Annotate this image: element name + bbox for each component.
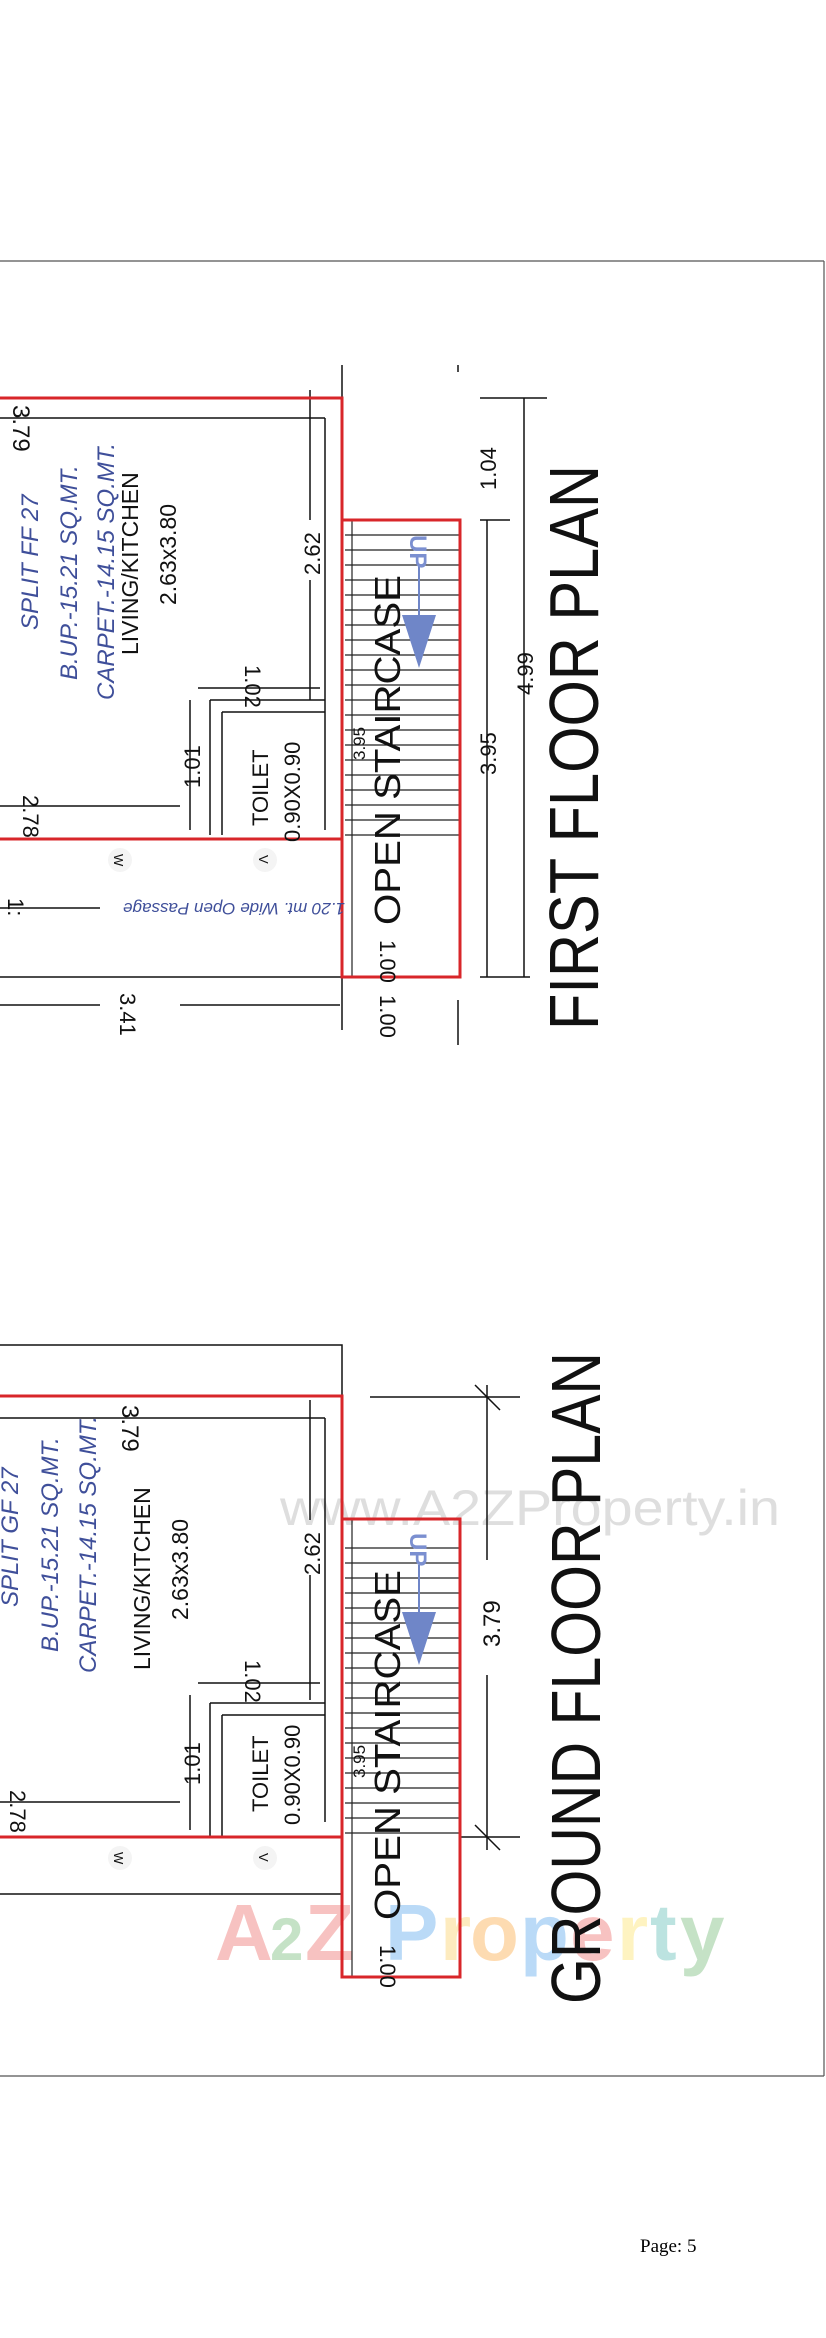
gf-marker-w: W — [108, 1846, 132, 1870]
page-frame — [0, 260, 825, 2077]
svg-text:y: y — [680, 1888, 725, 1977]
ff-dim-102: 1.02 — [240, 665, 265, 708]
gf-toilet-size: 0.90X0.90 — [280, 1725, 305, 1825]
gf-staircase-label: OPEN STAIRCASE — [367, 1570, 408, 1920]
ff-builtup-label: B.UP.-15.21 SQ.MT. — [56, 465, 83, 680]
svg-text:Z: Z — [305, 1888, 354, 1977]
ff-dim-499: 4.99 — [513, 652, 538, 695]
ff-carpet-label: CARPET.-14.15 SQ.MT. — [93, 443, 120, 700]
first-floor-plan: UP OPEN STAIRCASE FIRST FLOOR PLAN SPLIT… — [0, 365, 613, 1045]
gf-room-label: LIVING/KITCHEN — [129, 1487, 155, 1670]
svg-text:W: W — [111, 1852, 126, 1865]
page-number: Page: 5 — [640, 2236, 697, 2257]
gf-up-label: UP — [404, 1533, 431, 1566]
svg-text:A: A — [215, 1888, 273, 1977]
ff-dim-top: 3.79 — [7, 405, 34, 452]
ff-up-label: UP — [404, 535, 431, 568]
gf-title: GROUND FLOOR PLAN — [537, 1352, 615, 2004]
svg-text:W: W — [111, 854, 126, 867]
svg-text:o: o — [470, 1888, 519, 1977]
ff-title: FIRST FLOOR PLAN — [535, 465, 613, 1030]
gf-dim-379: 3.79 — [479, 1600, 506, 1647]
ff-marker-w: W — [108, 848, 132, 872]
svg-text:t: t — [650, 1888, 677, 1977]
ff-dim-100-stair: 1.00 — [375, 940, 400, 983]
svg-text:V: V — [256, 855, 271, 864]
gf-carpet-label: CARPET.-14.15 SQ.MT. — [75, 1416, 102, 1673]
gf-builtup-label: B.UP.-15.21 SQ.MT. — [37, 1437, 64, 1652]
ff-dim-100-below: 1.00 — [375, 995, 400, 1038]
gf-dim-395-small: 3.95 — [350, 1745, 369, 1778]
ff-toilet-size: 0.90X0.90 — [280, 742, 305, 842]
svg-text:2: 2 — [270, 1906, 303, 1973]
gf-black-lines — [0, 1344, 520, 1977]
ff-room-size: 2.63x3.80 — [155, 504, 181, 605]
gf-red-walls — [0, 1394, 462, 1979]
ff-dim-278: 2.78 — [18, 795, 43, 838]
ff-dim-1: 1: — [3, 898, 28, 916]
svg-text:r: r — [440, 1888, 471, 1977]
ff-dim-395: 3.95 — [476, 732, 501, 775]
ff-red-walls — [0, 396, 462, 979]
gf-unit-label: SPLIT GF 27 — [0, 1466, 24, 1607]
gf-dim-278: 2.78 — [5, 1790, 30, 1833]
ff-dim-104: 1.04 — [476, 447, 501, 490]
gf-dim-101: 1.01 — [180, 1742, 205, 1785]
gf-dim-262: 2.62 — [300, 1532, 325, 1575]
svg-text:e: e — [570, 1888, 615, 1977]
ff-staircase-label: OPEN STAIRCASE — [367, 575, 408, 925]
ff-toilet-label: TOILET — [248, 749, 273, 826]
ff-marker-v: V — [253, 848, 277, 872]
ff-dim-262: 2.62 — [300, 532, 325, 575]
gf-toilet-label: TOILET — [248, 1735, 273, 1812]
gf-dim-top: 3.79 — [116, 1405, 143, 1452]
gf-up-arrow-icon — [402, 1565, 436, 1665]
watermark-url: www.A2ZProperty.in — [279, 1480, 780, 1536]
ground-floor-plan: UP OPEN STAIRCASE GROUND FLOOR PLAN SPLI… — [0, 1344, 615, 2004]
svg-text:V: V — [256, 1853, 271, 1862]
svg-text:r: r — [617, 1888, 648, 1977]
ff-dim-101: 1.01 — [180, 745, 205, 788]
ff-passage-label: 1.20 mt. Wide Open Passage — [123, 899, 345, 918]
ff-unit-label: SPLIT FF 27 — [17, 493, 44, 630]
ff-dim-341: 3.41 — [115, 993, 140, 1036]
gf-dim-100-stair: 1.00 — [375, 1945, 400, 1988]
svg-text:P: P — [385, 1888, 438, 1977]
gf-dim-102: 1.02 — [240, 1660, 265, 1703]
svg-text:p: p — [520, 1888, 569, 1977]
ff-dim-395-small: 3.95 — [350, 727, 369, 760]
gf-room-size: 2.63x3.80 — [167, 1519, 193, 1620]
gf-marker-v: V — [253, 1846, 277, 1870]
ff-stair-treads — [345, 520, 460, 977]
ff-room-label: LIVING/KITCHEN — [117, 472, 143, 655]
ff-up-arrow-icon — [402, 565, 436, 668]
gf-stair-treads — [345, 1519, 460, 1977]
